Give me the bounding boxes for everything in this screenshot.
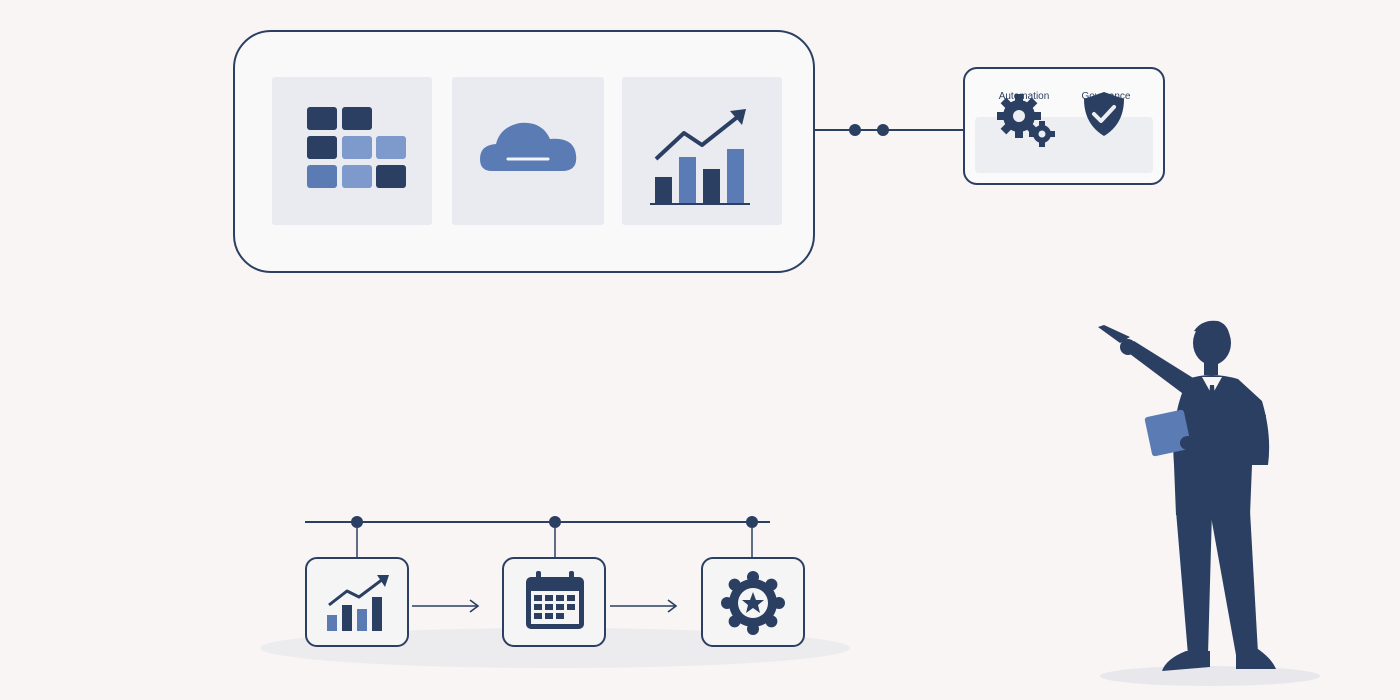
timeline-node	[351, 516, 363, 528]
bar-chart-icon	[327, 575, 389, 631]
automation-label: Automation	[998, 91, 1050, 102]
growth-chart-icon	[650, 109, 750, 205]
side-panel	[963, 67, 1165, 185]
connector-dot	[849, 124, 861, 136]
data-grid-tile	[272, 77, 432, 225]
gears-icon	[997, 94, 1055, 147]
person-presenting-icon	[1098, 320, 1276, 671]
timeline-node	[549, 516, 561, 528]
calendar-icon	[526, 571, 584, 629]
arrow-right-icon	[610, 599, 678, 613]
connector-dot	[877, 124, 889, 136]
step-achievement	[701, 557, 805, 647]
growth-chart-tile	[622, 77, 782, 225]
shield-check-icon	[1084, 92, 1124, 136]
cloud-icon	[480, 122, 577, 171]
cloud-tile	[452, 77, 604, 225]
timeline-node	[746, 516, 758, 528]
governance-label: Goverance	[1081, 91, 1131, 102]
data-grid-icon	[307, 107, 406, 188]
figure-shadow	[1100, 666, 1320, 686]
badge-star-icon	[721, 571, 785, 635]
step-schedule	[502, 557, 606, 647]
arrow-right-icon	[412, 599, 480, 613]
step-analytics	[305, 557, 409, 647]
